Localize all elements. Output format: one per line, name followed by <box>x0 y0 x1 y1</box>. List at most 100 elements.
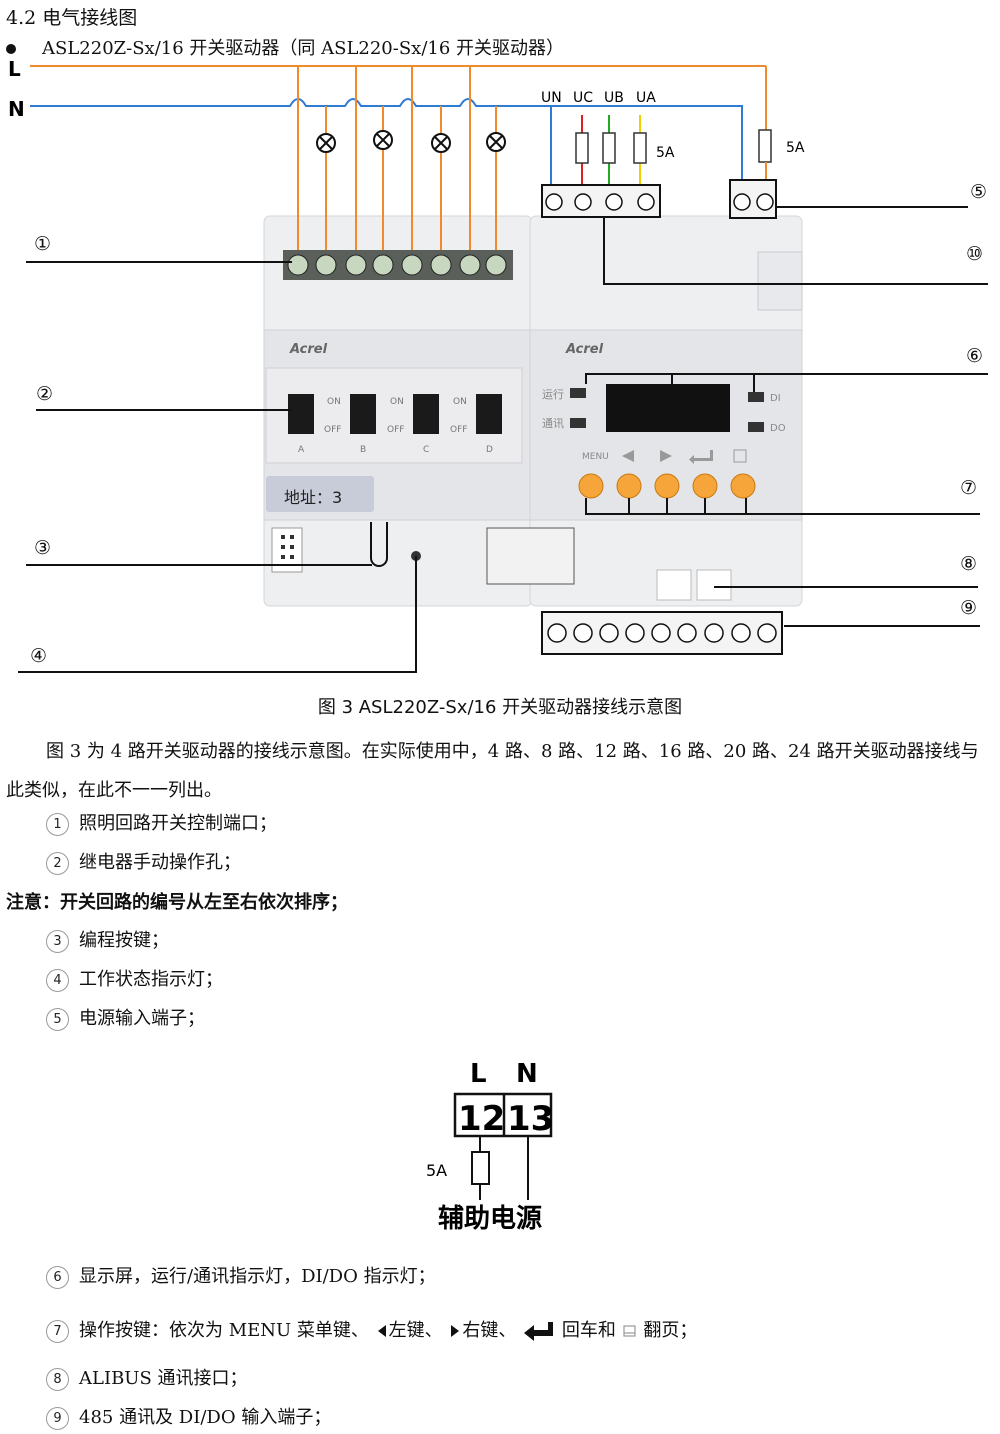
left-key-icon <box>377 1325 386 1337</box>
figure-caption: 图 3 ASL220Z-Sx/16 开关驱动器接线示意图 <box>317 697 683 718</box>
terminal-13: 13 <box>507 1099 554 1139</box>
item-text: 照明回路开关控制端口； <box>79 813 277 834</box>
right-arrow-icon <box>660 450 672 462</box>
list-item: 6 显示屏，运行/通讯指示灯，DI/DO 指示灯； <box>46 1262 436 1289</box>
di-label: DI <box>770 393 781 404</box>
callout-7: ⑦ <box>960 477 977 499</box>
lcd-display <box>606 384 730 432</box>
on-label: ON <box>327 397 341 407</box>
aux-fuse <box>758 129 772 163</box>
item-number: 7 <box>46 1319 69 1343</box>
aux-power-label: 辅助电源 <box>438 1204 542 1234</box>
menu-button[interactable] <box>578 473 604 499</box>
callout-8: ⑧ <box>960 553 977 575</box>
on-label: ON <box>453 397 467 407</box>
callout-leader-lines <box>18 206 988 673</box>
item-text: 操作按键：依次为 MENU 菜单键、 <box>79 1320 369 1341</box>
callout-10: ⑩ <box>966 243 983 265</box>
item-text: 电源输入端子； <box>79 1008 205 1029</box>
list-item: 5 电源输入端子； <box>46 1004 205 1031</box>
phase-label-ub: UB <box>604 90 624 106</box>
section-heading: 4.2 电气接线图 <box>6 7 138 29</box>
off-label: OFF <box>324 425 341 435</box>
device-model-text: ASL220Z-Sx/16 开关驱动器（同 ASL220-Sx/16 开关驱动器… <box>42 38 565 59</box>
menu-label: MENU <box>582 452 609 462</box>
manual-switch[interactable] <box>413 394 439 434</box>
off-label: OFF <box>450 425 467 435</box>
page-button[interactable] <box>730 473 756 499</box>
item-text: ALIBUS 通讯接口； <box>79 1368 248 1389</box>
phase-label-uc: UC <box>573 90 593 106</box>
wiring-diagram: L N UN UC UB UA 5A 5A <box>8 57 988 673</box>
aux-fuse-symbol <box>471 1151 490 1185</box>
callout-2: ② <box>36 383 53 405</box>
line-n-wire <box>30 98 743 185</box>
item-text: 继电器手动操作孔； <box>79 852 241 873</box>
item-number: 2 <box>46 851 69 875</box>
aux-power-diagram: L N 12 13 5A 辅助电源 <box>426 1059 554 1234</box>
button-symbols <box>622 449 747 464</box>
operation-buttons <box>578 473 756 499</box>
intro-paragraph: 图 3 为 4 路开关驱动器的接线示意图。在实际使用中，4 路、8 路、12 路… <box>6 741 979 801</box>
do-led <box>748 422 764 432</box>
item-text: 回车和 <box>561 1320 616 1341</box>
manual-switch[interactable] <box>288 394 314 434</box>
run-led <box>570 388 586 398</box>
manual-switch[interactable] <box>476 394 502 434</box>
item-text: 485 通讯及 DI/DO 输入端子； <box>79 1407 332 1428</box>
aux-l-label: L <box>470 1059 487 1089</box>
phase-label-ua: UA <box>636 90 656 106</box>
manual-switch[interactable] <box>350 394 376 434</box>
line-n-label: N <box>8 97 25 121</box>
fuse-label-phase: 5A <box>656 145 675 161</box>
channel-label: C <box>423 445 429 455</box>
di-led <box>748 392 764 402</box>
item-number: 4 <box>46 968 69 992</box>
do-label: DO <box>770 423 786 434</box>
enter-button[interactable] <box>692 473 718 499</box>
brand-logo: Acrel <box>289 342 328 357</box>
rs485-terminal-screws <box>547 623 777 643</box>
item-number: 5 <box>46 1007 69 1031</box>
channel-label: D <box>486 445 493 455</box>
off-label: OFF <box>387 425 404 435</box>
callout-4: ④ <box>30 645 47 667</box>
phase-fuses <box>575 132 647 164</box>
aux-n-label: N <box>516 1059 538 1089</box>
list-item: 3 编程按键； <box>46 926 169 953</box>
item-number: 6 <box>46 1265 69 1289</box>
item-text: 显示屏，运行/通讯指示灯，DI/DO 指示灯； <box>79 1266 436 1287</box>
item-number: 3 <box>46 929 69 953</box>
lamp-icon <box>486 132 506 152</box>
channel-label: A <box>298 445 305 455</box>
switch-on-off-labels: ON OFF ON OFF ON OFF <box>324 397 467 435</box>
address-label-plate <box>266 476 374 512</box>
run-label: 运行 <box>542 388 564 401</box>
comm-led <box>570 418 586 428</box>
manual-switches <box>288 394 502 434</box>
left-arrow-icon <box>622 450 634 462</box>
item-text: 翻页； <box>643 1320 698 1341</box>
lamp-icon <box>316 133 336 153</box>
lamp-icons <box>316 130 506 153</box>
right-button[interactable] <box>654 473 680 499</box>
note-text: 注意：开关回路的编号从左至右依次排序； <box>6 892 348 913</box>
item-text: 编程按键； <box>79 930 169 951</box>
voltage-terminal-screws <box>545 193 655 211</box>
callout-9: ⑨ <box>960 597 977 619</box>
left-button[interactable] <box>616 473 642 499</box>
programming-key[interactable] <box>370 522 388 567</box>
list-item: 2 继电器手动操作孔； <box>46 848 241 875</box>
channel-label: B <box>360 445 366 455</box>
on-label: ON <box>390 397 404 407</box>
callout-6: ⑥ <box>966 345 983 367</box>
prog-connector-pins <box>281 535 294 559</box>
page-key-icon <box>623 1325 636 1337</box>
page-icon <box>733 449 747 463</box>
callout-5: ⑤ <box>970 181 987 203</box>
brand-logo-right: Acrel <box>565 342 604 357</box>
